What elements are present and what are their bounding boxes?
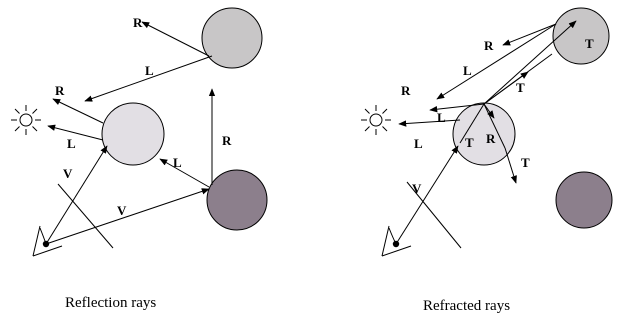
refraction-caption: Refracted rays — [423, 298, 510, 314]
reflect-ray-light — [429, 103, 485, 113]
refract-ray-in — [459, 103, 485, 144]
label-t-out: T — [521, 155, 530, 170]
label-r-top: R — [133, 15, 143, 30]
transmit-ray-out — [504, 147, 517, 184]
label-l-light: L — [67, 136, 76, 151]
dark-sphere — [555, 171, 613, 229]
image-plane-line — [57, 183, 114, 249]
label-r-light: R — [55, 83, 65, 98]
refraction-panel: R T L R T L L T R T V Refracted rays — [361, 7, 613, 314]
label-v-up: V — [63, 166, 73, 181]
light-ray-light — [47, 124, 104, 141]
reflection-caption: Reflection rays — [65, 295, 156, 311]
light-source-icon — [11, 105, 41, 135]
light-ray-mid — [159, 158, 210, 188]
transmit-ray-inner — [483, 103, 506, 149]
top-sphere — [201, 7, 263, 69]
reflect-ray-light — [52, 98, 104, 124]
middle-sphere — [452, 102, 516, 166]
label-t-sphere: T — [465, 135, 474, 150]
reflect-ray-top — [141, 21, 210, 57]
reflect-ray-top-sphere — [502, 23, 557, 46]
dark-sphere — [206, 169, 268, 231]
light-ray-light — [398, 119, 461, 127]
transmit-ray-mid — [483, 71, 529, 105]
label-t-top: T — [585, 36, 594, 51]
label-l-top: L — [145, 63, 154, 78]
view-ray-right — [45, 188, 210, 245]
label-l-light: L — [437, 110, 446, 125]
refract-ray-top — [483, 20, 577, 105]
reflection-panel: R L R L L R V V Reflection rays — [11, 7, 268, 311]
eye-icon — [381, 225, 412, 257]
light-ray-top — [84, 55, 213, 102]
middle-sphere — [101, 102, 165, 166]
light-ray-top — [436, 23, 557, 100]
label-l-low: L — [414, 136, 423, 151]
label-t-mid: T — [516, 80, 525, 95]
label-l-mid: L — [173, 155, 182, 170]
label-v-bottom: V — [117, 203, 127, 218]
view-ray-up — [45, 145, 108, 245]
label-l-top: L — [463, 63, 472, 78]
top-sphere — [552, 7, 610, 65]
light-source-icon — [361, 105, 391, 135]
view-ray — [395, 145, 459, 245]
image-plane-line — [406, 181, 462, 249]
label-v-up: V — [412, 181, 422, 196]
label-r-sphere: R — [486, 131, 496, 146]
label-r-top: R — [484, 38, 494, 53]
label-r-light: R — [401, 83, 411, 98]
label-r-right: R — [222, 133, 232, 148]
